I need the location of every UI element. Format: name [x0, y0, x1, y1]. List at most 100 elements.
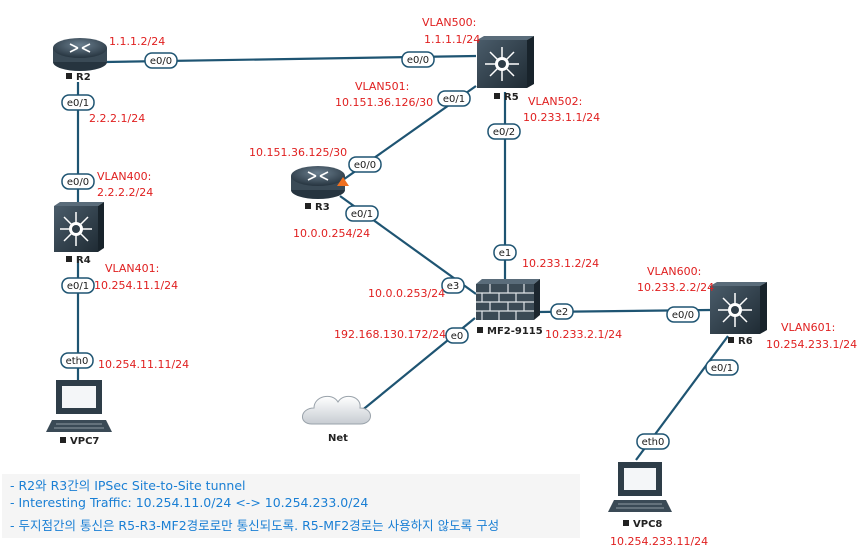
iface-label: e1	[499, 248, 512, 259]
r6-vlan600-label: VLAN600:	[647, 265, 701, 278]
router-r3[interactable]: R3	[291, 166, 349, 213]
iface-label: e0/0	[67, 177, 89, 188]
status-marker-icon	[66, 73, 72, 79]
mf2-e0-ip-label: 192.168.130.172/24	[334, 328, 446, 341]
iface-label: e0	[451, 331, 464, 342]
iface-label: eth0	[66, 356, 89, 367]
status-marker-icon	[477, 327, 483, 333]
status-marker-icon	[66, 256, 72, 262]
r2-name: R2	[76, 72, 91, 83]
iface-label: e0/1	[443, 94, 465, 105]
status-marker-icon	[60, 437, 66, 443]
switch-r4[interactable]: R4	[54, 202, 104, 266]
firewall-icon	[476, 279, 540, 320]
status-marker-icon	[494, 93, 500, 99]
iface-r5-e01[interactable]: e0/1	[437, 90, 471, 107]
computer-icon	[608, 462, 672, 512]
r3-name: R3	[315, 202, 330, 213]
mf2-name: MF2-9115	[487, 326, 543, 337]
iface-vpc8-eth0[interactable]: eth0	[636, 433, 670, 450]
links	[76, 54, 729, 461]
r3-e00-ip-label: 10.151.36.125/30	[249, 146, 347, 159]
iface-label: e0/0	[150, 56, 172, 67]
r4-vlan401-label: VLAN401:	[105, 262, 159, 275]
router-icon	[291, 166, 345, 199]
iface-mf2-e3[interactable]: e3	[441, 277, 465, 294]
iface-mf2-e1[interactable]: e1	[493, 244, 517, 261]
router-r2[interactable]: R2	[53, 38, 107, 83]
iface-r6-e00[interactable]: e0/0	[666, 306, 700, 323]
r5-vlan501-ip-label: 10.151.36.126/30	[335, 96, 433, 109]
switch-icon	[710, 282, 767, 334]
r5-vlan502-ip-label: 10.233.1.1/24	[523, 111, 600, 124]
r5-vlan500-label: VLAN500:	[422, 16, 476, 29]
switch-r6[interactable]: R6	[710, 282, 767, 347]
r6-vlan601-ip-label: 10.254.233.1/24	[766, 338, 857, 351]
r5-vlan502-label: VLAN502:	[528, 95, 582, 108]
warning-icon	[337, 177, 349, 186]
r4-vlan401-ip-label: 10.254.11.1/24	[94, 279, 178, 292]
r3-e01-ip-label: 10.0.0.254/24	[293, 227, 370, 240]
iface-label: e0/0	[672, 310, 694, 321]
cloud-net[interactable]: Net	[302, 395, 371, 444]
iface-label: e0/0	[354, 160, 376, 171]
iface-r3-e00[interactable]: e0/0	[348, 156, 382, 173]
mf2-e2-ip-label: 10.233.2.1/24	[545, 328, 622, 341]
computer-icon	[46, 380, 112, 432]
iface-label: e0/2	[493, 127, 515, 138]
iface-label: e2	[556, 307, 569, 318]
iface-r2-e00[interactable]: e0/0	[144, 52, 178, 69]
iface-vpc7-eth0[interactable]: eth0	[60, 352, 94, 369]
iface-r4-e01[interactable]: e0/1	[61, 277, 95, 294]
switch-icon	[54, 202, 104, 252]
interface-badges: e0/0 e0/0 e0/1 e0/0 e0/1 e0/0 e0/2 e0/1	[60, 51, 739, 450]
iface-r3-e01[interactable]: e0/1	[345, 205, 379, 222]
status-marker-icon	[728, 337, 734, 343]
iface-label: e0/1	[67, 98, 89, 109]
iface-label: e0/0	[407, 55, 429, 66]
pc-vpc8[interactable]: VPC8	[608, 462, 672, 530]
r5-vlan501-label: VLAN501:	[355, 80, 409, 93]
iface-r4-e00[interactable]: e0/0	[61, 173, 95, 190]
pc-vpc7[interactable]: VPC7	[46, 380, 112, 447]
iface-mf2-e0[interactable]: e0	[445, 327, 469, 344]
address-labels: 1.1.1.2/24 VLAN500: 1.1.1.1/24 VLAN501: …	[89, 16, 857, 548]
r4-vlan400-ip-label: 2.2.2.2/24	[97, 186, 153, 199]
note-line-interesting-traffic: - Interesting Traffic: 10.254.11.0/24 <-…	[10, 495, 369, 510]
r2-e00-ip-label: 1.1.1.2/24	[109, 35, 165, 48]
mf2-e3-ip-label: 10.0.0.253/24	[368, 287, 445, 300]
iface-label: e0/1	[67, 281, 89, 292]
iface-mf2-e2[interactable]: e2	[550, 303, 574, 320]
vpc7-name: VPC7	[70, 436, 99, 447]
r5-vlan500-ip-label: 1.1.1.1/24	[424, 33, 480, 46]
iface-label: e0/1	[351, 209, 373, 220]
notes-panel: - R2와 R3간의 IPSec Site-to-Site tunnel - I…	[2, 474, 580, 538]
mf2-e1-ip-label: 10.233.1.2/24	[522, 257, 599, 270]
vpc7-ip-label: 10.254.11.11/24	[98, 358, 189, 371]
iface-label: e0/1	[711, 363, 733, 374]
r2-e01-ip-label: 2.2.2.1/24	[89, 112, 145, 125]
note-line-ipsec: - R2와 R3간의 IPSec Site-to-Site tunnel	[10, 478, 246, 493]
r6-vlan601-label: VLAN601:	[781, 321, 835, 334]
status-marker-icon	[305, 203, 311, 209]
iface-r5-e00[interactable]: e0/0	[401, 51, 435, 68]
iface-r6-e01[interactable]: e0/1	[705, 359, 739, 376]
vpc8-ip-label: 10.254.233.11/24	[610, 535, 708, 548]
r6-name: R6	[738, 336, 753, 347]
iface-r5-e02[interactable]: e0/2	[487, 123, 521, 140]
iface-label: eth0	[642, 437, 665, 448]
note-line-routing-policy: - 두지점간의 통신은 R5-R3-MF2경로로만 통신되도록. R5-MF2경…	[10, 518, 500, 533]
iface-label: e3	[447, 281, 460, 292]
firewall-mf2[interactable]: MF2-9115	[476, 279, 543, 337]
cloud-icon	[302, 395, 371, 425]
r4-vlan400-label: VLAN400:	[97, 170, 151, 183]
r5-name: R5	[504, 92, 519, 103]
iface-r2-e01[interactable]: e0/1	[61, 94, 95, 111]
switch-icon	[477, 36, 534, 88]
r6-vlan600-ip-label: 10.233.2.2/24	[637, 281, 714, 294]
router-icon	[53, 38, 107, 71]
switch-r5[interactable]: R5	[477, 36, 534, 103]
vpc8-name: VPC8	[633, 519, 662, 530]
r4-name: R4	[76, 255, 91, 266]
